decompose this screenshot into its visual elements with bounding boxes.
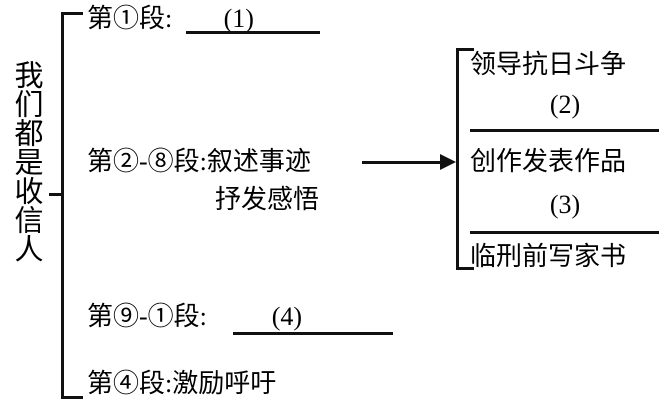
left-brace-top-arm	[61, 12, 83, 15]
right-brace-top-arm	[456, 48, 474, 51]
branch-row-4: 第④段:激励呼吁	[87, 369, 277, 398]
branch-row-2-line1: 第②-⑧段:叙述事迹	[87, 147, 311, 176]
branch-3-blank-answer: (4)	[271, 302, 303, 331]
detail-item-2-blank: (2)	[549, 90, 581, 119]
detail-item-5: 临刑前写家书	[470, 242, 627, 271]
branch-3-prefix: 第⑨-①段:	[87, 302, 207, 331]
branch-row-3: 第⑨-①段: (4)	[87, 300, 367, 334]
branch-row-2-line2: 抒发感悟	[215, 185, 320, 214]
left-brace-spine	[61, 12, 64, 399]
right-arrow-icon-head	[440, 154, 456, 170]
detail-separator-2	[470, 231, 659, 234]
right-brace-bottom-arm	[456, 267, 474, 270]
branch-1-blank-answer: (1)	[223, 4, 254, 33]
detail-item-4-blank: (3)	[549, 190, 581, 219]
branch-3-answer-underline	[233, 332, 393, 335]
branch-row-1: 第①段: (1)	[87, 2, 305, 36]
detail-separator-1	[470, 129, 659, 132]
detail-item-1: 领导抗日斗争	[470, 50, 627, 79]
left-brace-bottom-arm	[61, 396, 83, 399]
detail-item-3: 创作发表作品	[470, 147, 627, 176]
right-arrow-icon-shaft	[362, 161, 446, 164]
branch-1-answer-underline	[186, 31, 320, 34]
branch-1-prefix: 第①段:	[87, 4, 173, 33]
root-node-label: 我们都是收信人	[10, 60, 42, 263]
right-brace-spine	[456, 48, 459, 270]
left-brace-center-tick	[49, 193, 63, 196]
